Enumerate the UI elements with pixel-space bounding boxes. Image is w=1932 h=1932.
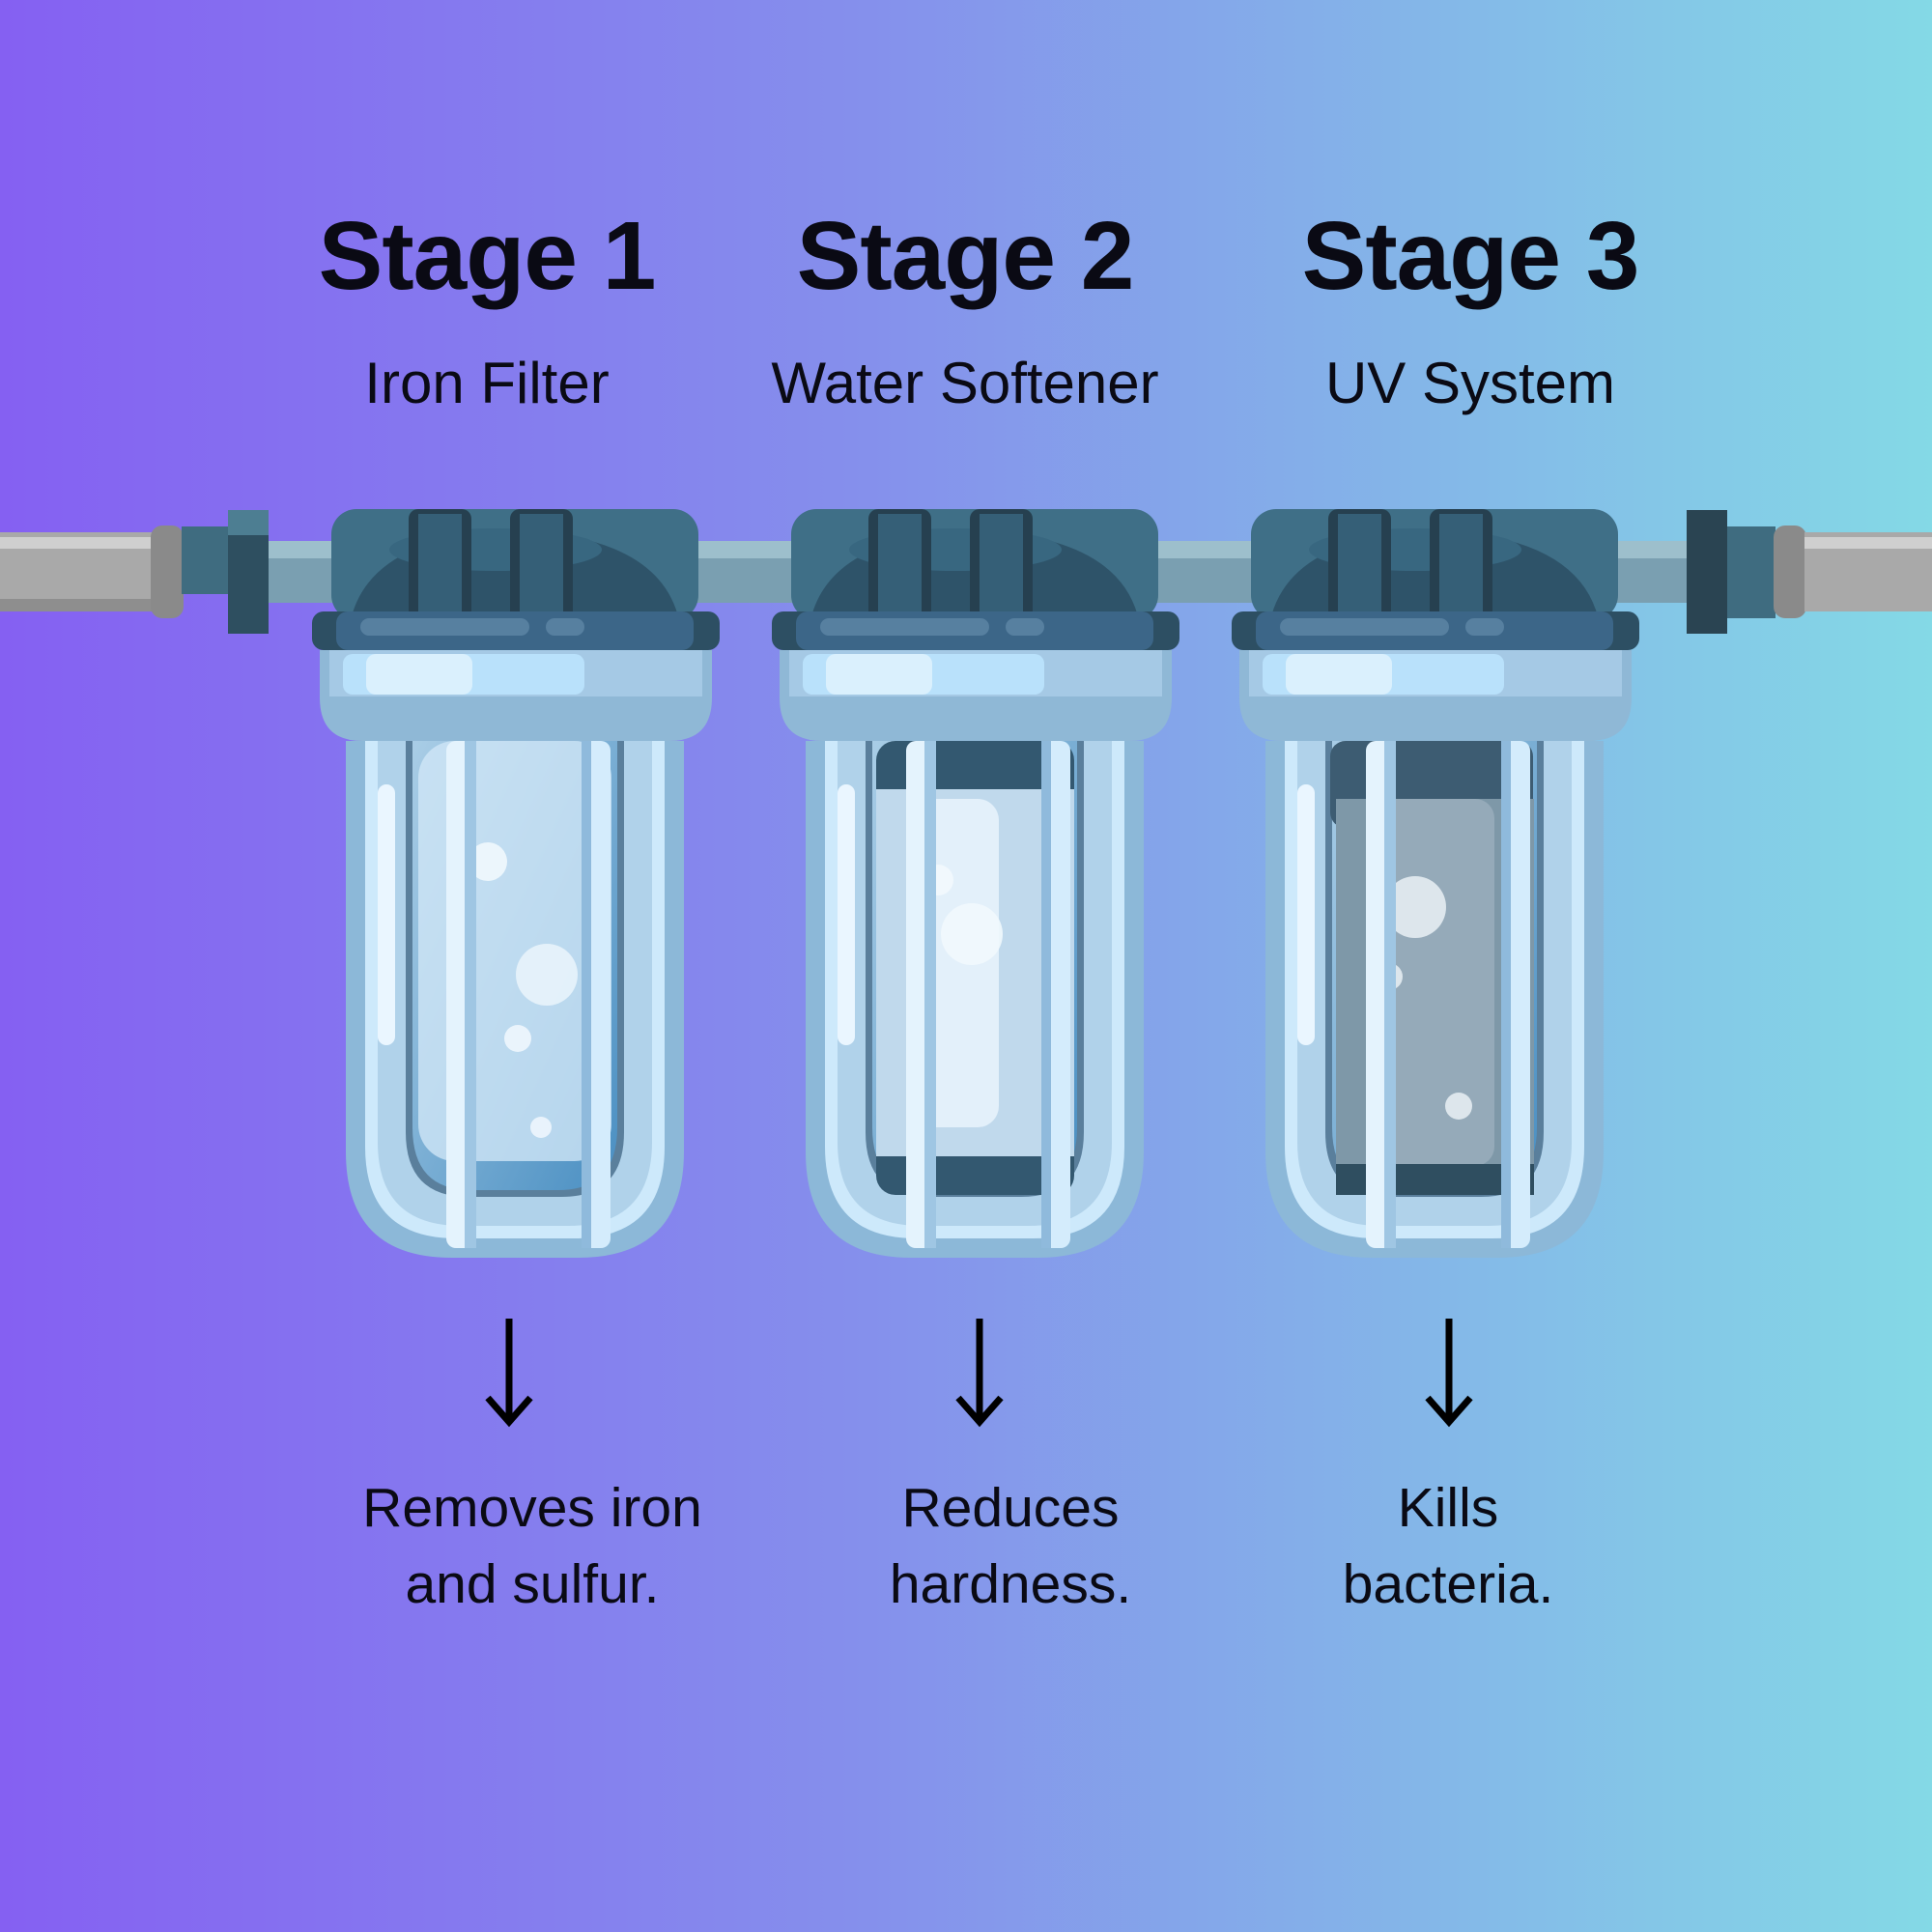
stage-title: Stage 3: [1301, 202, 1640, 310]
arrow-down-icon: [1425, 1319, 1473, 1428]
stage-2-description: Reduces hardness.: [759, 1470, 1262, 1623]
description-line: hardness.: [889, 1553, 1132, 1615]
description-line: bacteria.: [1342, 1553, 1554, 1615]
description-line: and sulfur.: [405, 1553, 660, 1615]
stage-3-header: Stage 3 UV System: [1200, 198, 1741, 422]
stage-name: Water Softener: [771, 351, 1159, 415]
stage-title: Stage 1: [318, 202, 657, 310]
arrow-down-icon: [485, 1319, 533, 1428]
description-line: Kills: [1397, 1477, 1499, 1539]
description-line: Removes iron: [362, 1477, 702, 1539]
stage-1-header: Stage 1 Iron Filter: [216, 198, 757, 422]
stage-name: Iron Filter: [364, 351, 610, 415]
stage-title: Stage 2: [796, 202, 1135, 310]
stage-name: UV System: [1324, 351, 1616, 415]
stage-2-header: Stage 2 Water Softener: [695, 198, 1236, 422]
softener-housing: [772, 509, 1179, 1258]
stage-3-description: Kills bacteria.: [1197, 1470, 1699, 1623]
uv-housing: [1232, 509, 1639, 1258]
description-line: Reduces: [901, 1477, 1120, 1539]
stage-1-description: Removes iron and sulfur.: [281, 1470, 783, 1623]
iron-filter-housing: [312, 509, 720, 1258]
arrow-down-icon: [955, 1319, 1004, 1428]
